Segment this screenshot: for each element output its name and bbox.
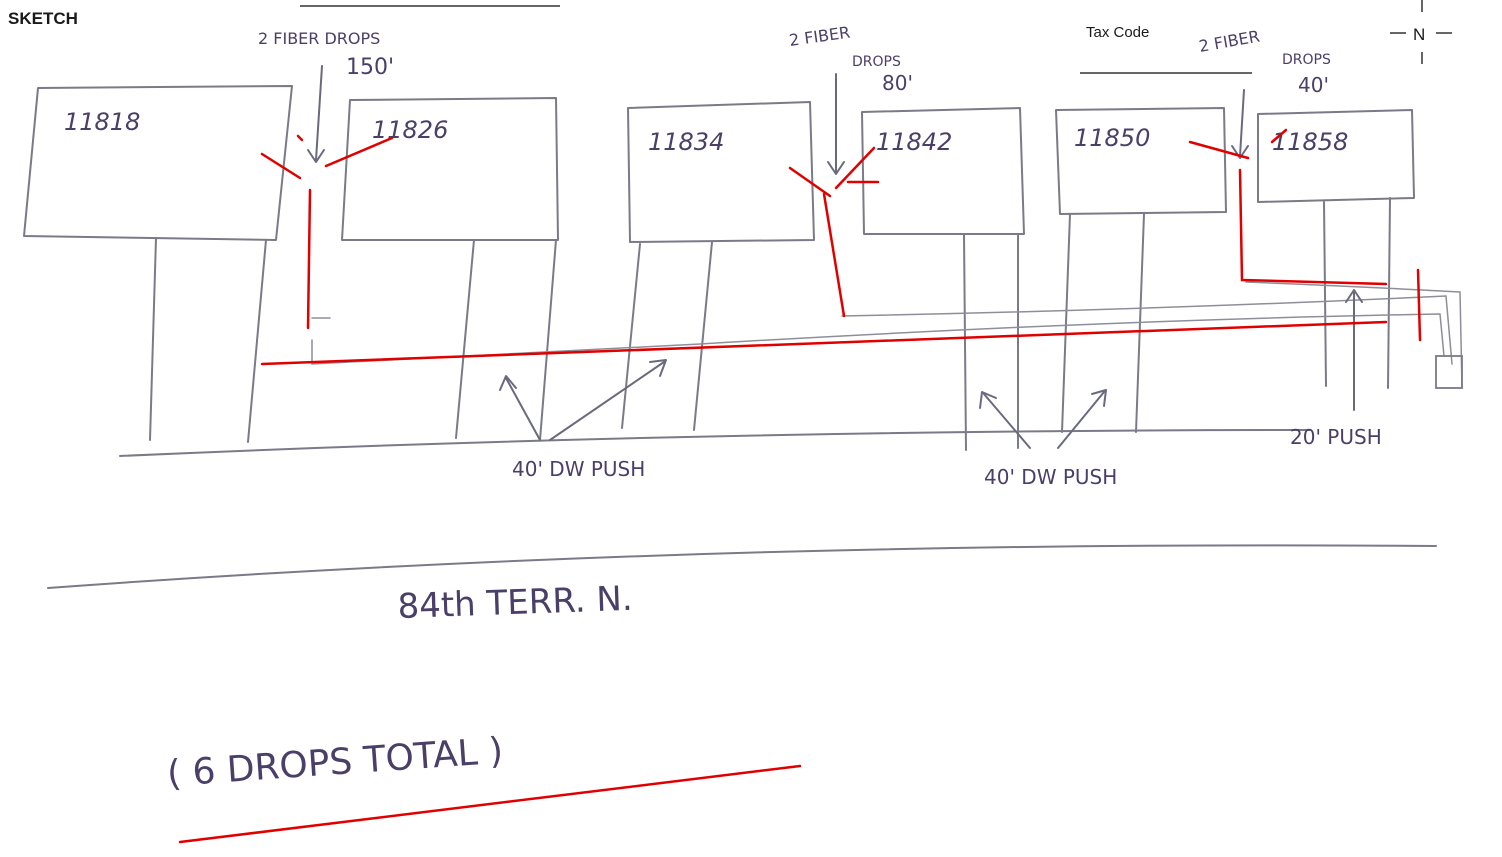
push-label: 20' PUSH	[1290, 425, 1382, 449]
house-11850: 11850	[1055, 107, 1227, 433]
north-label: N	[1413, 25, 1425, 44]
pencil-conduit-routes	[311, 281, 1463, 389]
house-number-label: 11826	[372, 116, 448, 144]
house-number-label: 11834	[648, 128, 724, 156]
house-11842: 11842	[861, 107, 1025, 451]
street-name: 84th TERR. N.	[397, 579, 633, 627]
push-label: 40' DW PUSH	[984, 465, 1117, 489]
house-number-label: 11818	[64, 108, 140, 136]
drop-note-80: 2 FIBER DROPS 80'	[788, 23, 913, 175]
house-11818: 11818	[23, 85, 293, 443]
drop-note-line: 150'	[346, 55, 394, 80]
push-label: 40' DW PUSH	[512, 457, 645, 481]
north-arrow-icon: N	[1390, 0, 1452, 64]
drop-note-line: 40'	[1298, 73, 1329, 97]
drops-total-note: ( 6 DROPS TOTAL )	[166, 731, 505, 795]
house-11834: 11834	[621, 101, 815, 431]
tax-code-label: Tax Code	[1086, 24, 1149, 41]
house-11858: 11858	[1257, 109, 1415, 389]
drop-note-line: 2 FIBER	[788, 23, 851, 50]
front-curb-line	[119, 429, 1311, 457]
drop-note-line: DROPS	[852, 54, 901, 70]
push-arrows	[499, 289, 1363, 449]
drop-note-line: 2 FIBER	[1197, 27, 1261, 56]
handhole-icon	[1435, 355, 1463, 389]
drop-note-line: 2 FIBER DROPS	[258, 29, 380, 48]
house-11826: 11826	[341, 97, 559, 441]
road-edge-line	[47, 544, 1437, 589]
drop-note-line: 80'	[882, 71, 913, 95]
drop-note-line: DROPS	[1282, 52, 1331, 68]
house-number-label: 11850	[1074, 124, 1150, 152]
drop-note-150: 2 FIBER DROPS 150'	[258, 29, 394, 163]
sketch-label: SKETCH	[8, 9, 78, 28]
house-number-label: 11842	[876, 128, 952, 156]
fiber-route-markup	[178, 128, 1422, 844]
